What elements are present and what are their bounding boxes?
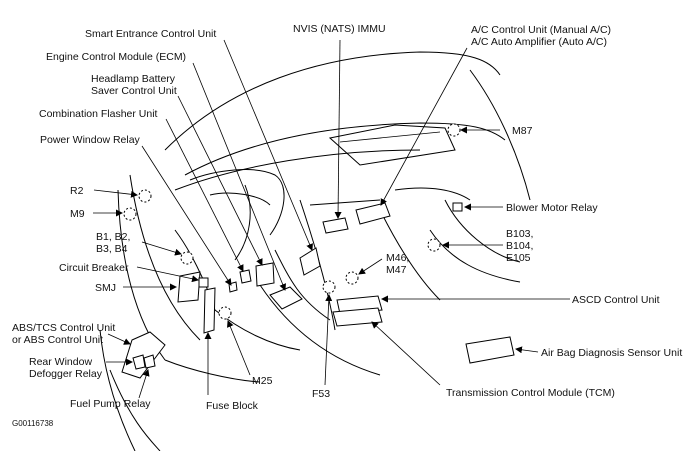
label-ascd: ASCD Control Unit [572, 294, 660, 306]
blower-motor-relay [452, 202, 463, 212]
label-defogger-relay: Defogger Relay [29, 368, 103, 380]
label-smart-entrance: Smart Entrance Control Unit [85, 28, 216, 40]
combination-flasher-unit [239, 269, 252, 284]
leader-lines [93, 39, 570, 399]
label-fuse-block: Fuse Block [206, 400, 259, 412]
callout-labels: Smart Entrance Control Unit NVIS (NATS) … [12, 23, 682, 428]
ac-control-unit [355, 202, 391, 225]
label-ac-control-manual: A/C Control Unit (Manual A/C) [471, 24, 611, 36]
location-markers [123, 123, 461, 320]
marker-m46 [345, 271, 359, 285]
fuse-block [203, 287, 216, 334]
smart-entrance-control-unit [299, 247, 321, 276]
label-headlamp-saver: Saver Control Unit [91, 85, 177, 97]
label-m87: M87 [512, 125, 533, 137]
components [121, 202, 515, 379]
nvis-immu [322, 217, 349, 234]
label-abs-control: or ABS Control Unit [12, 334, 103, 346]
label-tcm: Transmission Control Module (TCM) [446, 387, 615, 399]
rear-window-defogger-relay [132, 354, 146, 370]
label-power-window-relay: Power Window Relay [40, 134, 141, 146]
marker-b1-b4 [180, 251, 194, 265]
label-ecm: Engine Control Module (ECM) [46, 51, 186, 63]
label-b1-b2: B1, B2, [96, 231, 130, 243]
label-m25: M25 [252, 375, 273, 387]
label-blower-motor-relay: Blower Motor Relay [506, 202, 598, 214]
fuel-pump-relay [143, 354, 156, 369]
marker-r2 [138, 189, 152, 203]
label-abs-tcs: ABS/TCS Control Unit [12, 322, 115, 334]
label-ac-auto-amplifier: A/C Auto Amplifier (Auto A/C) [471, 36, 607, 48]
marker-f53 [322, 280, 336, 294]
label-e105: E105 [506, 252, 531, 264]
label-headlamp-battery: Headlamp Battery [91, 73, 176, 85]
headlamp-battery-saver-unit [255, 262, 275, 287]
figure-code: G00116738 [12, 419, 54, 428]
label-b3-b4: B3, B4 [96, 243, 128, 255]
label-m9: M9 [70, 208, 85, 220]
marker-b103 [427, 238, 441, 252]
transmission-control-module [332, 307, 383, 327]
label-f53: F53 [312, 388, 330, 400]
label-circuit-breaker: Circuit Breaker [59, 262, 129, 274]
marker-m25 [218, 306, 232, 320]
label-combination-flasher: Combination Flasher Unit [39, 108, 158, 120]
label-air-bag: Air Bag Diagnosis Sensor Unit [541, 347, 682, 359]
label-b103: B103, [506, 228, 533, 240]
circuit-breaker [198, 277, 209, 288]
label-fuel-pump-relay: Fuel Pump Relay [70, 398, 151, 410]
label-m46: M46, [386, 252, 409, 264]
label-smj: SMJ [95, 282, 116, 294]
air-bag-diagnosis-sensor-unit [465, 336, 515, 364]
label-b104: B104, [506, 240, 533, 252]
label-r2: R2 [70, 185, 84, 197]
label-rear-window: Rear Window [29, 356, 92, 368]
marker-m87 [447, 123, 461, 137]
label-nvis: NVIS (NATS) IMMU [293, 23, 386, 35]
marker-m9 [123, 207, 137, 221]
label-m47: M47 [386, 264, 407, 276]
